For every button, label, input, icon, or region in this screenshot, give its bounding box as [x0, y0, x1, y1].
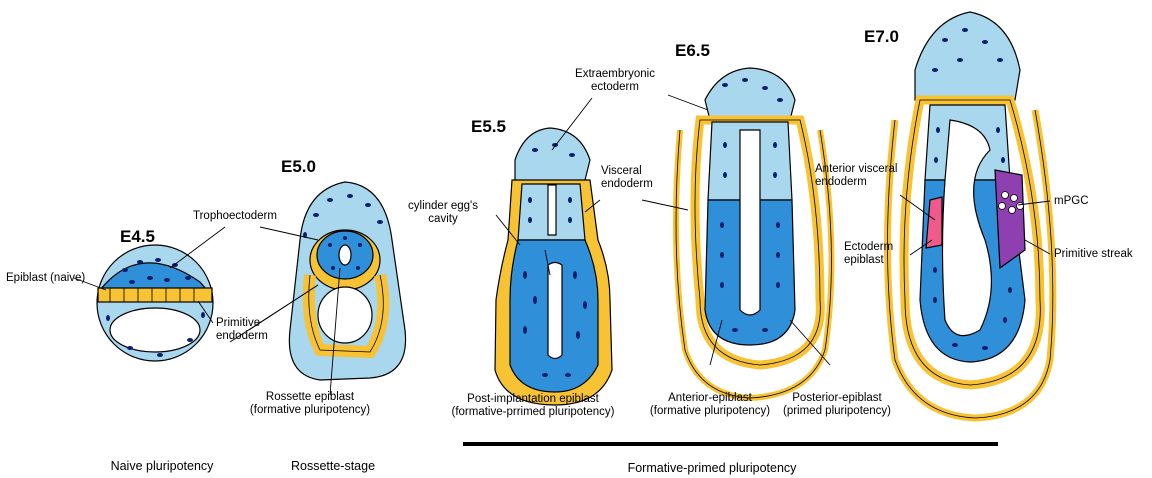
embryo-e65 [676, 68, 831, 398]
embryo-e50 [289, 182, 405, 380]
caption-rosette-stage: Rossette-stage [291, 459, 375, 473]
label-primitive-endoderm: Primitive endoderm [216, 317, 268, 343]
stage-e45: E4.5 [120, 227, 155, 247]
label-cavity: cylinder egg's cavity [408, 200, 478, 226]
stage-e50: E5.0 [281, 157, 316, 177]
label-extraembryonic-ectoderm: Extraembryonic ectoderm [575, 68, 655, 94]
label-trophectoderm: Trophoectoderm [193, 210, 277, 223]
caption-formative-primed: Formative-primed pluripotency [628, 461, 797, 475]
label-primitive-streak: Primitive streak [1054, 248, 1133, 261]
label-mpgc: mPGC [1054, 195, 1089, 208]
embryo-e70 [888, 12, 1053, 418]
label-anterior-visceral-endoderm: Anterior visceral endoderm [815, 163, 897, 189]
label-rosette-epiblast: Rossette epiblast (formative pluripotenc… [250, 391, 370, 417]
label-visceral-endoderm: Visceral endoderm [601, 165, 653, 191]
label-post-implantation-epiblast: Post-implantation epiblast (formative-pr… [452, 393, 615, 419]
stage-e55: E5.5 [471, 117, 506, 137]
label-anterior-epiblast: Anterior-epiblast (formative pluripotenc… [650, 392, 770, 418]
stage-e65: E6.5 [675, 41, 710, 61]
label-ectoderm-epiblast: Ectoderm epiblast [844, 241, 893, 267]
label-posterior-epiblast: Posterior-epiblast (primed pluripotency) [783, 392, 891, 418]
label-epiblast-naive: Epiblast (naive) [6, 272, 85, 285]
caption-naive-pluripotency: Naive pluripotency [111, 459, 214, 473]
embryo-e45 [97, 245, 213, 361]
stage-e70: E7.0 [864, 27, 899, 47]
embryo-e55 [495, 128, 612, 405]
